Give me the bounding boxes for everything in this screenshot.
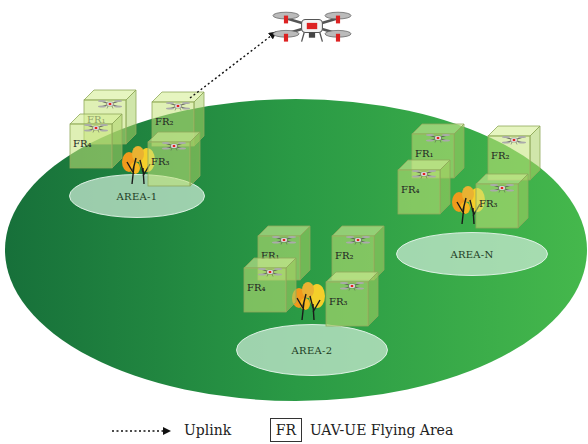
uav-ue (162, 142, 186, 151)
uav-ue (340, 282, 364, 291)
area-label: AREA-N (450, 249, 493, 260)
flying-area-label: FR₃ (151, 156, 169, 168)
uav-ue (258, 268, 282, 277)
flying-area-box: FR₃ (148, 132, 200, 186)
legend-text: Uplink (184, 421, 231, 439)
uav-ue (490, 184, 514, 193)
flying-area-label: FR₂ (155, 116, 173, 128)
area-label: AREA-2 (292, 345, 333, 356)
ground-ellipse (5, 99, 587, 401)
uav-large (273, 12, 351, 41)
flying-area-label: FR₃ (329, 296, 347, 308)
area-ellipse: AREA-N (396, 232, 548, 276)
flying-area-box: FR₄ (70, 114, 122, 168)
flying-area-label: FR₂ (335, 250, 353, 262)
uav-ue (426, 134, 450, 143)
uav-ue (166, 102, 190, 111)
legend-text: UAV-UE Flying Area (310, 421, 453, 439)
uav-ue (98, 100, 122, 109)
flying-area-box: FR₃ (326, 272, 378, 326)
flying-area-label: FR₂ (491, 150, 509, 162)
flying-area-box: FR₄ (244, 258, 296, 312)
flying-area-label: FR₄ (401, 184, 419, 196)
tree-cluster (292, 282, 325, 320)
flying-area-box: FR₃ (476, 174, 528, 228)
uav-ue (412, 170, 436, 179)
legend-box-label: FR (276, 422, 296, 438)
uav-ue (84, 124, 108, 133)
uav-ue (346, 236, 370, 245)
flying-area-label: FR₄ (73, 138, 91, 150)
uav-ue (502, 136, 526, 145)
legend-uplink-sample (112, 430, 170, 431)
flying-area-box: FR₂ (488, 126, 540, 180)
flying-area-label: FR₃ (479, 198, 497, 210)
uplink-arrow (190, 32, 276, 98)
uav-ue (272, 236, 296, 245)
flying-area-label: FR₁ (415, 148, 433, 160)
area-label: AREA-1 (117, 191, 158, 202)
flying-area-label: FR₄ (247, 282, 265, 294)
flying-area-box: FR₄ (398, 160, 450, 214)
area-ellipse: AREA-2 (236, 324, 388, 376)
legend-box-sample: FR (270, 418, 302, 442)
